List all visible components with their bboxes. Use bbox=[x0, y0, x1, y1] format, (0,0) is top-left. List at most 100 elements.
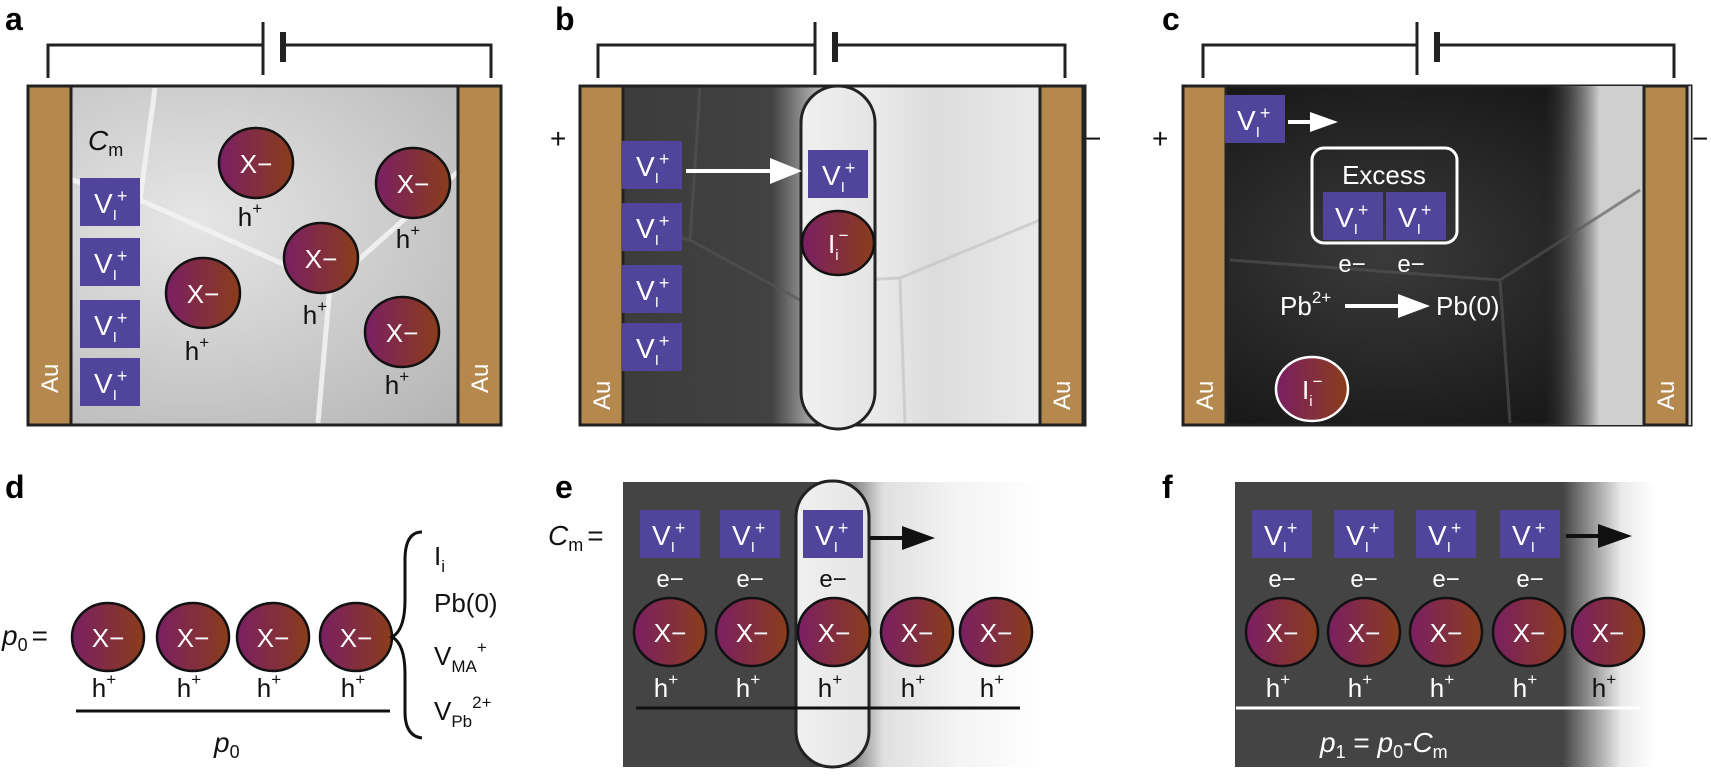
au-electrode-right-b bbox=[1038, 84, 1085, 427]
svg-text:VI+: VI+ bbox=[636, 331, 669, 369]
svg-text:h+: h+ bbox=[92, 670, 116, 703]
svg-text:VI+: VI+ bbox=[1428, 518, 1461, 556]
anion-row-d: X− h+ X− h+ X− h+ X− h+ bbox=[70, 601, 394, 703]
au-label-left-c: Au bbox=[1192, 381, 1219, 410]
panel-d: d p0= X−h+ X−h+ X−h+ X−h+ p0 Ii Pb(0) VM… bbox=[1, 469, 498, 762]
svg-text:X−: X− bbox=[1513, 618, 1546, 648]
minus-sign-b: − bbox=[1085, 123, 1101, 154]
svg-text:VI+: VI+ bbox=[94, 308, 127, 346]
svg-text:X−: X− bbox=[1592, 618, 1625, 648]
svg-text:h+: h+ bbox=[1513, 670, 1537, 703]
svg-text:h+: h+ bbox=[177, 670, 201, 703]
vacancy-electron-e3: VI+e− bbox=[803, 510, 863, 593]
cm-label-a: Cm bbox=[88, 125, 123, 160]
au-label-right-c: Au bbox=[1653, 381, 1680, 410]
svg-text:VI+: VI+ bbox=[1346, 518, 1379, 556]
anion-hole-a4: X− h+ bbox=[164, 256, 242, 366]
svg-text:X−: X− bbox=[901, 618, 934, 648]
drift-arrow-head-f bbox=[1598, 524, 1632, 548]
vacancy-electron-e2: VI+e− bbox=[720, 510, 780, 593]
plus-sign-b: + bbox=[550, 123, 566, 154]
panel-label-a: a bbox=[5, 1, 23, 37]
au-label-right-a: Au bbox=[467, 364, 494, 393]
electron-c2: e− bbox=[1397, 251, 1424, 278]
svg-text:h+: h+ bbox=[385, 367, 409, 400]
svg-text:Ii−: Ii− bbox=[1302, 372, 1323, 410]
svg-text:VI+: VI+ bbox=[636, 149, 669, 187]
svg-text:h+: h+ bbox=[257, 670, 281, 703]
vacancy-box: VI+ bbox=[80, 358, 140, 406]
svg-text:X−: X− bbox=[654, 618, 687, 648]
anion-hole-e1: X−h+ bbox=[632, 596, 708, 703]
svg-text:X−: X− bbox=[187, 279, 220, 309]
au-electrode-right-c bbox=[1642, 84, 1689, 427]
anion-hole-a5: X− h+ bbox=[363, 295, 441, 400]
svg-text:VI+: VI+ bbox=[94, 246, 127, 284]
svg-text:X−: X− bbox=[386, 318, 419, 348]
anion-hole-e5: X− h+ bbox=[958, 596, 1034, 703]
vacancy-box: VI+ bbox=[80, 178, 140, 226]
svg-text:X−: X− bbox=[92, 623, 125, 653]
svg-text:e−: e− bbox=[1268, 566, 1295, 593]
svg-text:h+: h+ bbox=[303, 297, 327, 330]
anion-hole-f5: X−h+ bbox=[1570, 596, 1646, 703]
svg-text:X−: X− bbox=[1430, 618, 1463, 648]
svg-text:X−: X− bbox=[1348, 618, 1381, 648]
svg-text:h+: h+ bbox=[980, 670, 1004, 703]
cm-equals-label: Cm= bbox=[548, 520, 604, 555]
svg-text:X−: X− bbox=[257, 623, 290, 653]
excess-vacancy-2: VI+ bbox=[1386, 192, 1446, 240]
curly-brace bbox=[388, 530, 423, 740]
panel-label-d: d bbox=[5, 469, 25, 505]
svg-text:h+: h+ bbox=[1348, 670, 1372, 703]
electron-c1: e− bbox=[1338, 251, 1365, 278]
anion-hole-e2: X−h+ bbox=[714, 596, 790, 703]
excess-vacancy-1: VI+ bbox=[1323, 192, 1383, 240]
anion-row-e: X−h+ X−h+ X−h+ X−h+ X−h+ bbox=[632, 596, 1034, 703]
vacancy-box: VI+ bbox=[80, 238, 140, 286]
svg-text:X−: X− bbox=[736, 618, 769, 648]
panel-a: a Au Au Cm VI+ VI+ VI+ VI+ X− bbox=[5, 1, 503, 427]
svg-text:X−: X− bbox=[818, 618, 851, 648]
svg-text:h+: h+ bbox=[396, 221, 420, 254]
anion-hole-d3: X− h+ bbox=[235, 601, 311, 703]
svg-text:X−: X− bbox=[305, 244, 338, 274]
svg-text:h+: h+ bbox=[185, 333, 209, 366]
au-label-left-b: Au bbox=[589, 381, 616, 410]
excess-box bbox=[1310, 146, 1459, 245]
svg-text:VI+: VI+ bbox=[1335, 200, 1368, 238]
svg-text:X−: X− bbox=[177, 623, 210, 653]
anion-hole-e4: X−h+ bbox=[879, 596, 955, 703]
pb2-label: Pb2+ bbox=[1280, 288, 1331, 321]
reduction-arrow-head bbox=[1398, 294, 1430, 318]
arrow-head-b bbox=[770, 158, 802, 184]
au-label-left-a: Au bbox=[37, 364, 64, 393]
svg-text:X−: X− bbox=[980, 618, 1013, 648]
circuit-wire-right bbox=[1437, 43, 1676, 78]
list-vpb: VPb2+ bbox=[434, 693, 492, 731]
p0-equals-label: p0= bbox=[1, 620, 48, 655]
arrow-head-c bbox=[1310, 112, 1338, 132]
minus-sign-c: − bbox=[1692, 123, 1708, 154]
p0-below-label: p0 bbox=[213, 727, 240, 762]
anion-hole-a2: X− h+ bbox=[374, 146, 452, 254]
circuit-wire-right bbox=[283, 43, 493, 78]
panel-e: e Cm= VI+e− VI+e− VI+e− X−h+ X−h+ X−h+ X… bbox=[548, 469, 1043, 769]
vacancy-electron-f1: VI+e− bbox=[1252, 510, 1312, 593]
vacancy-electron-f4: VI+e− bbox=[1500, 510, 1560, 593]
panel-label-c: c bbox=[1162, 1, 1180, 37]
svg-text:X−: X− bbox=[397, 169, 430, 199]
anion-hole-f1: X−h+ bbox=[1244, 596, 1320, 703]
au-electrode-right-a bbox=[456, 84, 503, 427]
panel-f: f VI+e− VI+e− VI+e− VI+e− X−h+ X−h+ X−h+… bbox=[1162, 469, 1655, 767]
anion-hole-a1: X− h+ bbox=[217, 126, 295, 232]
vacancy-stack-b: VI+ VI+ VI+ VI+ bbox=[622, 141, 682, 371]
svg-text:VI+: VI+ bbox=[822, 158, 855, 196]
svg-text:h+: h+ bbox=[1430, 670, 1454, 703]
anion-row-f: X−h+ X−h+ X−h+ X−h+ X−h+ bbox=[1244, 596, 1646, 703]
anion-hole-d1: X− h+ bbox=[70, 601, 146, 703]
svg-text:e−: e− bbox=[819, 566, 846, 593]
vacancy-box: VI+ bbox=[622, 141, 682, 189]
circuit-wire-left bbox=[46, 43, 263, 78]
